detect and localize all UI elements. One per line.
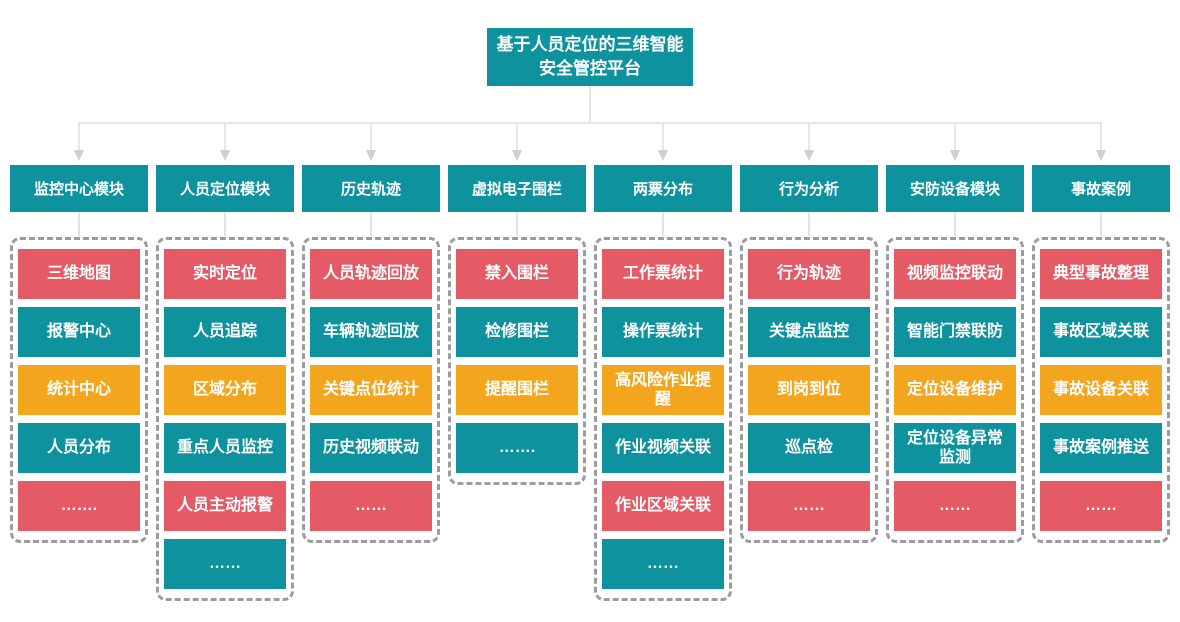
module-item: 三维地图: [18, 249, 140, 299]
module-item: 定位设备维护: [894, 365, 1016, 415]
module-column: 两票分布 工作票统计操作票统计高风险作业提醒作业视频关联作业区域关联 ……: [594, 165, 732, 601]
module-item: 典型事故整理: [1040, 249, 1162, 299]
module-item: 人员轨迹回放: [310, 249, 432, 299]
module-item: 检修围栏: [456, 307, 578, 357]
module-item: 历史视频联动: [310, 423, 432, 473]
module-item: 智能门禁联防: [894, 307, 1016, 357]
module-items-group: 行为轨迹关键点监控到岗到位巡点检 ……: [740, 237, 878, 543]
module-item: ……: [1040, 481, 1162, 531]
module-item: 区域分布: [164, 365, 286, 415]
module-column: 行为分析 行为轨迹关键点监控到岗到位巡点检 ……: [740, 165, 878, 601]
module-item: ……: [748, 481, 870, 531]
module-item: 高风险作业提醒: [602, 365, 724, 415]
module-items-group: 人员轨迹回放车辆轨迹回放关键点位统计历史视频联动 ……: [302, 237, 440, 543]
module-column: 安防设备模块 视频监控联动智能门禁联防定位设备维护定位设备异常监测 ……: [886, 165, 1024, 601]
module-item: 事故设备关联: [1040, 365, 1162, 415]
module-item: …….: [18, 481, 140, 531]
module-items-group: 工作票统计操作票统计高风险作业提醒作业视频关联作业区域关联 ……: [594, 237, 732, 601]
module-item: 行为轨迹: [748, 249, 870, 299]
module-header: 两票分布: [594, 165, 732, 212]
module-item: 作业视频关联: [602, 423, 724, 473]
root-node: 基于人员定位的三维智能安全管控平台: [487, 28, 693, 86]
root-node-label: 基于人员定位的三维智能安全管控平台: [496, 35, 684, 78]
module-item: …….: [456, 423, 578, 473]
module-items-group: 实时定位人员追踪区域分布重点人员监控人员主动报警 ……: [156, 237, 294, 601]
module-item: 事故区域关联: [1040, 307, 1162, 357]
module-item: 关键点位统计: [310, 365, 432, 415]
module-column: 事故案例 典型事故整理事故区域关联事故设备关联事故案例推送 ……: [1032, 165, 1170, 601]
module-item: 工作票统计: [602, 249, 724, 299]
module-item: 定位设备异常监测: [894, 423, 1016, 473]
module-item: 事故案例推送: [1040, 423, 1162, 473]
columns: 监控中心模块 三维地图报警中心统计中心人员分布……. 人员定位模块 实时定位人员…: [10, 165, 1170, 601]
module-item: 人员主动报警: [164, 481, 286, 531]
module-item: 统计中心: [18, 365, 140, 415]
module-item: 报警中心: [18, 307, 140, 357]
module-item: ……: [602, 539, 724, 589]
module-items-group: 典型事故整理事故区域关联事故设备关联事故案例推送 ……: [1032, 237, 1170, 543]
module-item: 提醒围栏: [456, 365, 578, 415]
module-item: 到岗到位: [748, 365, 870, 415]
module-items-group: 视频监控联动智能门禁联防定位设备维护定位设备异常监测 ……: [886, 237, 1024, 543]
module-header: 人员定位模块: [156, 165, 294, 212]
module-header: 历史轨迹: [302, 165, 440, 212]
module-column: 人员定位模块 实时定位人员追踪区域分布重点人员监控人员主动报警 ……: [156, 165, 294, 601]
module-item: 操作票统计: [602, 307, 724, 357]
module-item: 人员追踪: [164, 307, 286, 357]
module-header: 监控中心模块: [10, 165, 148, 212]
module-items-group: 三维地图报警中心统计中心人员分布 …….: [10, 237, 148, 543]
module-item: 重点人员监控: [164, 423, 286, 473]
module-header: 虚拟电子围栏: [448, 165, 586, 212]
module-item: 实时定位: [164, 249, 286, 299]
module-item: 车辆轨迹回放: [310, 307, 432, 357]
module-item: 禁入围栏: [456, 249, 578, 299]
module-column: 监控中心模块 三维地图报警中心统计中心人员分布 …….: [10, 165, 148, 601]
module-item: 视频监控联动: [894, 249, 1016, 299]
module-item: 关键点监控: [748, 307, 870, 357]
module-column: 历史轨迹 人员轨迹回放车辆轨迹回放关键点位统计历史视频联动 ……: [302, 165, 440, 601]
module-header: 行为分析: [740, 165, 878, 212]
module-header: 事故案例: [1032, 165, 1170, 212]
module-column: 虚拟电子围栏 禁入围栏检修围栏提醒围栏 …….: [448, 165, 586, 601]
module-item: 巡点检: [748, 423, 870, 473]
module-item: ……: [894, 481, 1016, 531]
module-item: ……: [310, 481, 432, 531]
module-items-group: 禁入围栏检修围栏提醒围栏 …….: [448, 237, 586, 485]
module-item: 人员分布: [18, 423, 140, 473]
module-item: ……: [164, 539, 286, 589]
module-header: 安防设备模块: [886, 165, 1024, 212]
module-item: 作业区域关联: [602, 481, 724, 531]
